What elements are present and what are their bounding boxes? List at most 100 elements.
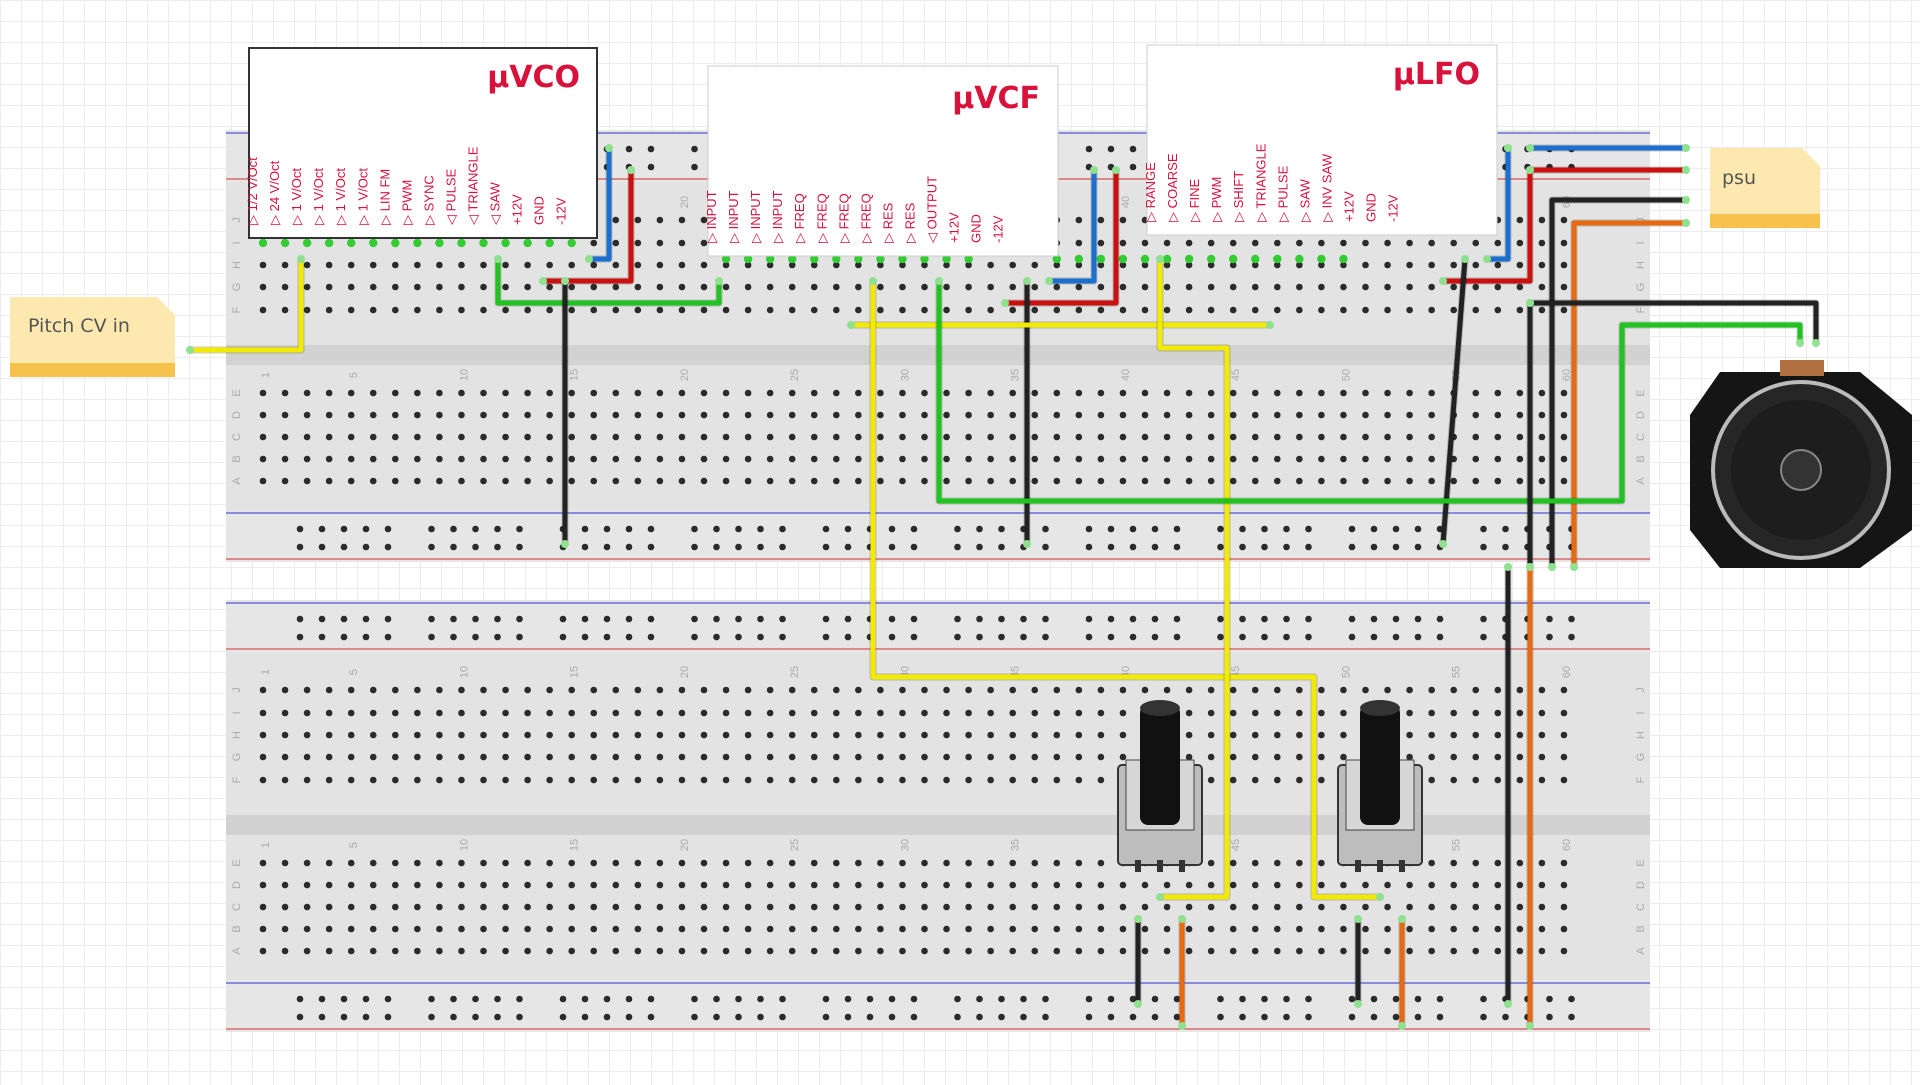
- rail-hole: [691, 1013, 698, 1021]
- hole: [1075, 477, 1083, 485]
- hole: [965, 411, 972, 419]
- rail-hole: [340, 615, 348, 623]
- uvcf-pin-label: ▷ FREQ: [792, 193, 807, 243]
- connected-hole: [391, 238, 400, 248]
- row-letter: F: [231, 776, 243, 783]
- hole: [568, 947, 575, 955]
- hole: [722, 947, 730, 955]
- hole: [1274, 925, 1281, 933]
- column-number: 25: [789, 369, 801, 381]
- hole: [1075, 306, 1083, 314]
- uvcf-pin-label: ▷ FREQ: [858, 193, 873, 243]
- hole: [1538, 261, 1546, 269]
- hole: [788, 411, 796, 419]
- rail-hole: [1348, 633, 1356, 641]
- hole: [1340, 709, 1347, 717]
- wire-gnd-rail-link-end: [1526, 299, 1534, 307]
- hole: [1097, 859, 1105, 867]
- wire-pitch-cv-end: [186, 346, 194, 354]
- uvco-pin-label: ▷ PWM: [399, 180, 414, 225]
- hole: [788, 925, 796, 933]
- hole: [281, 753, 289, 761]
- wire-lfo-minus12: [1484, 145, 1511, 262]
- hole: [1229, 947, 1237, 955]
- hole: [877, 455, 884, 463]
- hole: [700, 947, 708, 955]
- hole: [700, 731, 708, 739]
- hole: [855, 433, 862, 441]
- rail-hole: [362, 1013, 370, 1021]
- wire-psu-gnd-end: [1682, 196, 1690, 204]
- hole: [700, 903, 708, 911]
- hole: [788, 433, 796, 441]
- hole: [1538, 881, 1546, 889]
- connected-hole: [1273, 254, 1282, 264]
- rail-hole: [1546, 995, 1553, 1003]
- hole: [921, 433, 928, 441]
- rail-hole: [1436, 995, 1444, 1003]
- hole: [1119, 389, 1127, 397]
- hole: [612, 903, 620, 911]
- hole: [1163, 389, 1171, 397]
- hole: [546, 731, 553, 739]
- uvco-pin-label: ▷ 24 V/Oct: [267, 160, 282, 225]
- hole: [436, 411, 443, 419]
- connected-hole: [788, 254, 797, 264]
- hole: [1538, 947, 1546, 955]
- wire-vco-minus12: [586, 145, 612, 262]
- hole: [568, 261, 575, 269]
- uvco-body: [248, 47, 598, 239]
- hole: [1428, 881, 1435, 889]
- rail-hole: [494, 525, 501, 533]
- hole: [700, 411, 708, 419]
- hole: [436, 859, 443, 867]
- rail-hole: [625, 1013, 633, 1021]
- rail-hole: [1217, 1013, 1224, 1021]
- hole: [392, 776, 399, 784]
- hole: [1428, 686, 1435, 694]
- wire-pot1-supply-end: [1178, 1022, 1186, 1030]
- hole: [303, 925, 311, 933]
- hole: [524, 261, 531, 269]
- rail-hole: [296, 615, 304, 623]
- hole: [414, 261, 421, 269]
- rail-hole: [757, 633, 764, 641]
- rail-hole: [1305, 525, 1312, 533]
- hole: [1384, 306, 1391, 314]
- hole: [678, 709, 686, 717]
- hole: [590, 686, 598, 694]
- rail-hole: [1283, 995, 1290, 1003]
- wire-vco-minus12-end: [585, 255, 593, 263]
- hole: [987, 903, 994, 911]
- hole: [766, 925, 774, 933]
- row-letter: E: [231, 859, 243, 866]
- hole: [788, 686, 796, 694]
- rail-hole: [822, 525, 830, 533]
- hole: [1560, 433, 1568, 441]
- hole: [502, 455, 509, 463]
- hole: [634, 261, 642, 269]
- connected-hole: [1140, 254, 1150, 264]
- pot-2: [1337, 700, 1423, 872]
- hole: [722, 477, 730, 485]
- hole: [1538, 731, 1546, 739]
- hole: [1296, 433, 1303, 441]
- connected-hole: [1317, 254, 1326, 264]
- hole: [1185, 947, 1193, 955]
- hole: [1141, 477, 1149, 485]
- hole: [480, 709, 487, 717]
- hole: [281, 455, 289, 463]
- hole: [678, 925, 686, 933]
- rail-hole: [1392, 543, 1400, 551]
- hole: [458, 731, 465, 739]
- rail-hole: [1129, 615, 1137, 623]
- hole: [634, 881, 642, 889]
- hole: [568, 709, 575, 717]
- row-letter: J: [231, 217, 243, 223]
- rail-hole: [1283, 633, 1290, 641]
- connected-hole: [1096, 254, 1106, 264]
- hole: [458, 686, 465, 694]
- hole: [1428, 261, 1435, 269]
- hole: [1472, 261, 1480, 269]
- rail-hole: [1392, 995, 1400, 1003]
